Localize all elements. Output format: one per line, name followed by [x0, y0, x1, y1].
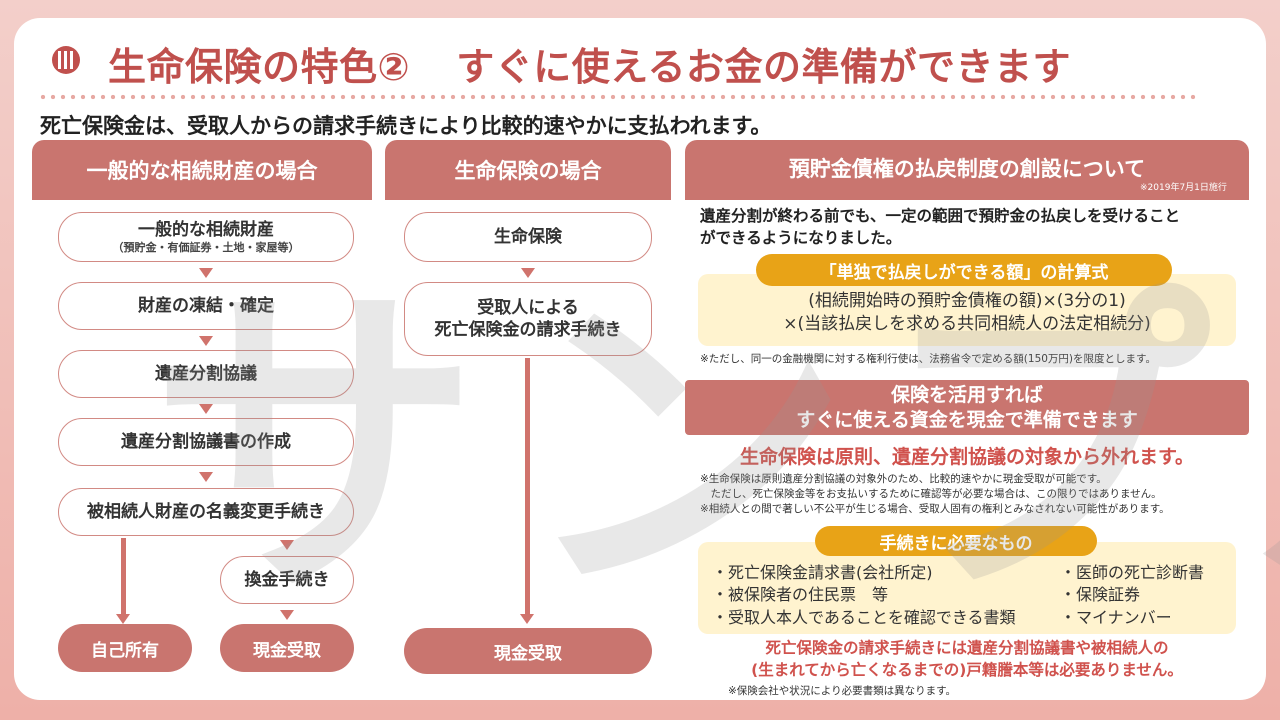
doc-item: ・保険証券	[1060, 585, 1141, 605]
col1-step-conversion: 換金手続き	[220, 556, 354, 604]
formula-note: ※ただし、同一の金融機関に対する権利行使は、法務省令で定める額(150万円)を限…	[700, 353, 1156, 365]
col1-step1-label: 一般的な相続財産	[138, 219, 274, 240]
arrow-down-icon	[280, 540, 294, 550]
col2-step2-line1: 受取人による	[477, 297, 579, 318]
col1-step-general-assets: 一般的な相続財産 （預貯金・有価証券・土地・家屋等）	[58, 212, 354, 262]
col1-step-freeze: 財産の凍結・確定	[58, 282, 354, 330]
lead-text: 死亡保険金は、受取人からの請求手続きにより比較的速やかに支払われます。	[40, 114, 772, 138]
doc-item: ・死亡保険金請求書(会社所定)	[712, 563, 933, 582]
insurance-note-3: ※相続人との間で著しい不公平が生じる場合、受取人固有の権利とみなされない可能性が…	[700, 503, 1170, 516]
bottom-note: ※保険会社や状況により必要書類は異なります。	[728, 685, 957, 697]
doc-item: ・被保険者の住民票 等	[712, 585, 889, 605]
formula-line1: (相続開始時の預貯金債権の額)×(3分の1)	[808, 291, 1126, 311]
col1-step4-label: 遺産分割協議書の作成	[121, 431, 291, 452]
col1-step-name-change: 被相続人財産の名義変更手続き	[58, 488, 354, 536]
doc-item: ・受取人本人であることを確認できる書類	[712, 607, 1016, 627]
dotted-divider	[38, 94, 1196, 100]
arrow-down-icon	[199, 336, 213, 346]
bottom-line1: 死亡保険金の請求手続きには遺産分割協議書や被相続人の	[765, 639, 1169, 657]
col1-step2-label: 財産の凍結・確定	[138, 295, 274, 316]
col3-header-title: 預貯金債権の払戻制度の創設について	[788, 157, 1146, 181]
insurance-line2: すぐに使える資金を現金で準備できます	[796, 408, 1138, 431]
red-statement: 生命保険は原則、遺産分割協議の対象から外れます。	[739, 446, 1195, 468]
doc-item: ・医師の死亡診断書	[1060, 563, 1205, 582]
col1-step-division-talks: 遺産分割協議	[58, 350, 354, 398]
doc-item: ・マイナンバー	[1060, 607, 1172, 627]
col3-desc-line1: 遺産分割が終わる前でも、一定の範囲で預貯金の払戻しを受けること	[700, 207, 1181, 225]
col3-header-note: ※2019年7月1日施行	[1140, 183, 1227, 193]
arrow-down-icon	[280, 610, 294, 620]
col1-step5-label: 被相続人財産の名義変更手続き	[87, 501, 325, 522]
formula-box	[698, 274, 1236, 346]
documents-right-list: ・医師の死亡診断書 ・保険証券 ・マイナンバー	[1060, 562, 1204, 629]
title-main: 生命保険の特色②	[108, 45, 411, 89]
arrow-down-icon	[199, 472, 213, 482]
insurance-line1: 保険を活用すれば	[890, 384, 1043, 406]
formula-text: (相続開始時の預貯金債権の額)×(3分の1) ×(当該払戻しを求める共同相続人の…	[698, 290, 1236, 336]
documents-left-list: ・死亡保険金請求書(会社所定) ・被保険者の住民票 等 ・受取人本人であることを…	[712, 562, 1016, 629]
arrow-down-icon	[521, 268, 535, 278]
col3-description: 遺産分割が終わる前でも、一定の範囲で預貯金の払戻しを受けること ができるようにな…	[700, 205, 1180, 250]
arrow-down-icon	[116, 614, 130, 624]
insurance-note-1: ※生命保険は原則遺産分割協議の対象外のため、比較的速やかに現金受取が可能です。	[700, 473, 1107, 485]
col3-header: 預貯金債権の払戻制度の創設について	[685, 140, 1249, 200]
page-title: 生命保険の特色② すぐに使えるお金の準備ができます	[108, 36, 1071, 91]
title-bullet-icon	[52, 46, 80, 74]
arrow-stem	[525, 358, 530, 616]
col2-step1-label: 生命保険	[494, 226, 562, 247]
col2-step-claim: 受取人による 死亡保険金の請求手続き	[404, 282, 652, 356]
arrow-down-icon	[199, 404, 213, 414]
col1-header: 一般的な相続財産の場合	[32, 140, 372, 200]
col2-step-life-insurance: 生命保険	[404, 212, 652, 262]
arrow-down-icon	[199, 268, 213, 278]
col1-end-self-owned: 自己所有	[58, 624, 192, 672]
insurance-note-2: ただし、死亡保険金等をお支払いするために確認等が必要な場合は、この限りではありま…	[700, 488, 1162, 501]
col1-step6-label: 換金手続き	[244, 569, 330, 590]
col2-end-cash: 現金受取	[404, 628, 652, 674]
col2-step2-line2: 死亡保険金の請求手続き	[434, 320, 622, 340]
insurance-notes: ※生命保険は原則遺産分割協議の対象外のため、比較的速やかに現金受取が可能です。 …	[700, 472, 1170, 518]
col1-step1-sub: （預貯金・有価証券・土地・家屋等）	[112, 240, 300, 254]
col2-header: 生命保険の場合	[385, 140, 671, 200]
title-sub: すぐに使えるお金の準備ができます	[456, 45, 1072, 89]
documents-box	[698, 542, 1236, 634]
arrow-down-icon	[520, 614, 534, 624]
col1-step3-label: 遺産分割協議	[155, 363, 257, 384]
col1-step-division-document: 遺産分割協議書の作成	[58, 418, 354, 466]
bottom-line2: (生まれてから亡くなるまでの)戸籍謄本等は必要ありません。	[751, 660, 1183, 679]
bottom-statement: 死亡保険金の請求手続きには遺産分割協議書や被相続人の (生まれてから亡くなるまで…	[685, 638, 1249, 681]
col3-desc-line2: ができるようになりました。	[700, 229, 902, 248]
formula-line2: ×(当該払戻しを求める共同相続人の法定相続分)	[783, 313, 1151, 334]
formula-label: 「単独で払戻しができる額」の計算式	[756, 254, 1172, 286]
documents-label: 手続きに必要なもの	[815, 526, 1097, 556]
arrow-stem	[121, 538, 126, 616]
insurance-banner: 保険を活用すれば すぐに使える資金を現金で準備できます	[685, 380, 1249, 435]
col1-end-cash: 現金受取	[220, 624, 354, 672]
